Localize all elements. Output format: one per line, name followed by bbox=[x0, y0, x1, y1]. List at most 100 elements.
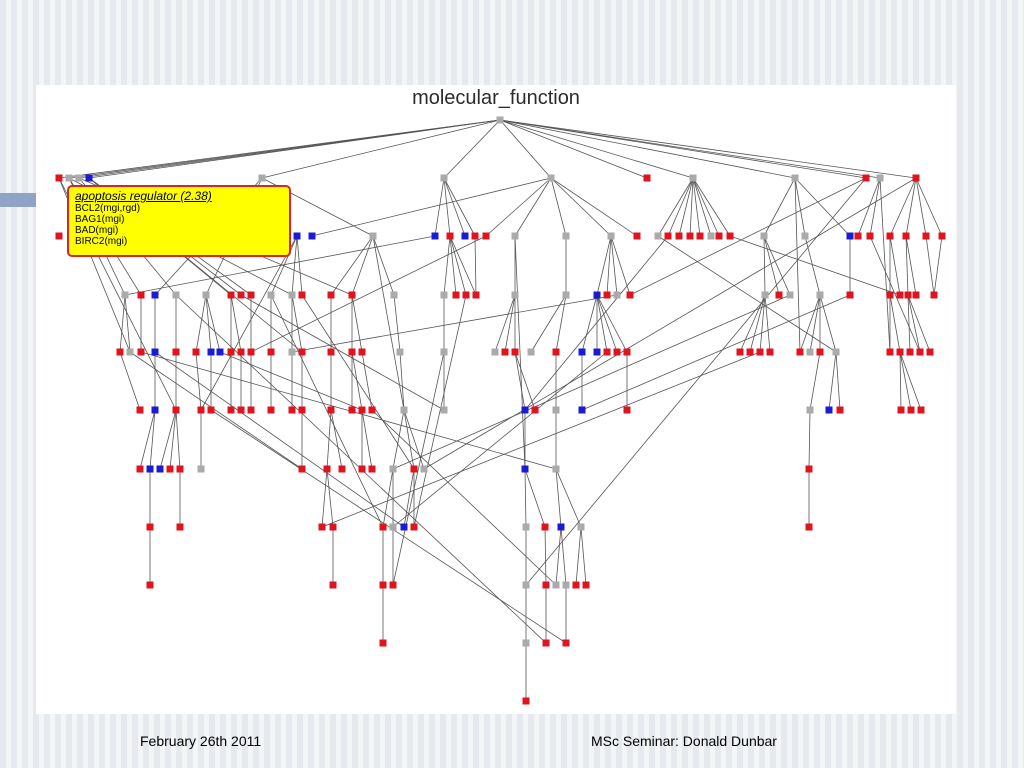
graph-node-red[interactable] bbox=[796, 348, 804, 356]
graph-node-red[interactable] bbox=[146, 523, 154, 531]
graph-node-red[interactable] bbox=[237, 406, 245, 414]
graph-node-red[interactable] bbox=[146, 581, 154, 589]
graph-node-gray[interactable] bbox=[400, 406, 408, 414]
graph-node-gray[interactable] bbox=[440, 291, 448, 299]
graph-node-gray[interactable] bbox=[707, 232, 715, 240]
graph-node-blue[interactable] bbox=[825, 406, 833, 414]
graph-node-blue[interactable] bbox=[578, 348, 586, 356]
graph-node-red[interactable] bbox=[906, 348, 914, 356]
graph-node-red[interactable] bbox=[55, 232, 63, 240]
graph-node-gray[interactable] bbox=[562, 291, 570, 299]
graph-node-gray[interactable] bbox=[547, 174, 555, 182]
graph-node-red[interactable] bbox=[288, 406, 296, 414]
graph-node-blue[interactable] bbox=[293, 232, 301, 240]
graph-node-red[interactable] bbox=[327, 291, 335, 299]
graph-node-blue[interactable] bbox=[521, 406, 529, 414]
graph-node-red[interactable] bbox=[613, 348, 621, 356]
graph-node-gray[interactable] bbox=[121, 291, 129, 299]
graph-node-blue[interactable] bbox=[400, 523, 408, 531]
graph-node-red[interactable] bbox=[379, 581, 387, 589]
graph-node-blue[interactable] bbox=[151, 291, 159, 299]
graph-node-gray[interactable] bbox=[806, 348, 814, 356]
graph-node-red[interactable] bbox=[836, 406, 844, 414]
graph-node-red[interactable] bbox=[896, 291, 904, 299]
graph-node-red[interactable] bbox=[854, 232, 862, 240]
graph-node-blue[interactable] bbox=[156, 465, 164, 473]
graph-node-red[interactable] bbox=[197, 406, 205, 414]
graph-node-red[interactable] bbox=[603, 348, 611, 356]
graph-node-red[interactable] bbox=[247, 406, 255, 414]
graph-node-red[interactable] bbox=[247, 291, 255, 299]
graph-node-red[interactable] bbox=[643, 174, 651, 182]
graph-node-red[interactable] bbox=[623, 348, 631, 356]
graph-node-red[interactable] bbox=[746, 348, 754, 356]
graph-node-gray[interactable] bbox=[440, 174, 448, 182]
graph-node-blue[interactable] bbox=[593, 291, 601, 299]
graph-node-red[interactable] bbox=[137, 348, 145, 356]
graph-node-red[interactable] bbox=[136, 406, 144, 414]
graph-node-gray[interactable] bbox=[806, 406, 814, 414]
graph-node-red[interactable] bbox=[237, 291, 245, 299]
graph-node-red[interactable] bbox=[886, 232, 894, 240]
graph-node-red[interactable] bbox=[172, 406, 180, 414]
graph-node-gray[interactable] bbox=[522, 639, 530, 647]
graph-node-red[interactable] bbox=[766, 348, 774, 356]
graph-node-red[interactable] bbox=[237, 348, 245, 356]
graph-node-red[interactable] bbox=[227, 291, 235, 299]
graph-node-blue[interactable] bbox=[521, 465, 529, 473]
graph-node-red[interactable] bbox=[207, 406, 215, 414]
graph-node-gray[interactable] bbox=[511, 291, 519, 299]
graph-node-red[interactable] bbox=[522, 697, 530, 705]
graph-node-red[interactable] bbox=[686, 232, 694, 240]
graph-node-red[interactable] bbox=[410, 523, 418, 531]
graph-node-red[interactable] bbox=[298, 465, 306, 473]
graph-node-gray[interactable] bbox=[562, 581, 570, 589]
graph-node-red[interactable] bbox=[805, 465, 813, 473]
graph-node-red[interactable] bbox=[172, 348, 180, 356]
graph-node-gray[interactable] bbox=[562, 232, 570, 240]
graph-node-red[interactable] bbox=[298, 291, 306, 299]
graph-node-gray[interactable] bbox=[607, 232, 615, 240]
graph-node-red[interactable] bbox=[446, 232, 454, 240]
graph-node-red[interactable] bbox=[623, 406, 631, 414]
graph-node-red[interactable] bbox=[866, 232, 874, 240]
graph-node-red[interactable] bbox=[472, 291, 480, 299]
graph-node-gray[interactable] bbox=[440, 406, 448, 414]
graph-node-gray[interactable] bbox=[440, 348, 448, 356]
graph-node-red[interactable] bbox=[410, 465, 418, 473]
graph-node-red[interactable] bbox=[116, 348, 124, 356]
graph-node-red[interactable] bbox=[756, 348, 764, 356]
graph-node-red[interactable] bbox=[736, 348, 744, 356]
graph-node-gray[interactable] bbox=[202, 291, 210, 299]
graph-node-red[interactable] bbox=[348, 406, 356, 414]
graph-node-gray[interactable] bbox=[761, 291, 769, 299]
graph-node-red[interactable] bbox=[176, 523, 184, 531]
graph-node-blue[interactable] bbox=[216, 348, 224, 356]
graph-node-gray[interactable] bbox=[689, 174, 697, 182]
graph-node-red[interactable] bbox=[338, 465, 346, 473]
graph-node-red[interactable] bbox=[886, 291, 894, 299]
graph-node-blue[interactable] bbox=[151, 406, 159, 414]
graph-node-red[interactable] bbox=[902, 232, 910, 240]
graph-node-red[interactable] bbox=[389, 581, 397, 589]
graph-node-gray[interactable] bbox=[552, 406, 560, 414]
graph-node-gray[interactable] bbox=[876, 174, 884, 182]
graph-node-red[interactable] bbox=[846, 291, 854, 299]
graph-node-red[interactable] bbox=[531, 406, 539, 414]
graph-node-red[interactable] bbox=[926, 348, 934, 356]
graph-node-red[interactable] bbox=[379, 523, 387, 531]
graph-node-red[interactable] bbox=[896, 348, 904, 356]
graph-node-red[interactable] bbox=[572, 581, 580, 589]
graph-node-red[interactable] bbox=[664, 232, 672, 240]
graph-node-red[interactable] bbox=[318, 523, 326, 531]
graph-node-red[interactable] bbox=[379, 639, 387, 647]
graph-node-red[interactable] bbox=[327, 348, 335, 356]
graph-node-red[interactable] bbox=[912, 174, 920, 182]
graph-node-red[interactable] bbox=[562, 639, 570, 647]
graph-node-red[interactable] bbox=[471, 232, 479, 240]
graph-node-red[interactable] bbox=[358, 348, 366, 356]
graph-node-red[interactable] bbox=[816, 348, 824, 356]
graph-node-red[interactable] bbox=[348, 348, 356, 356]
graph-node-red[interactable] bbox=[541, 523, 549, 531]
graph-node-red[interactable] bbox=[482, 232, 490, 240]
